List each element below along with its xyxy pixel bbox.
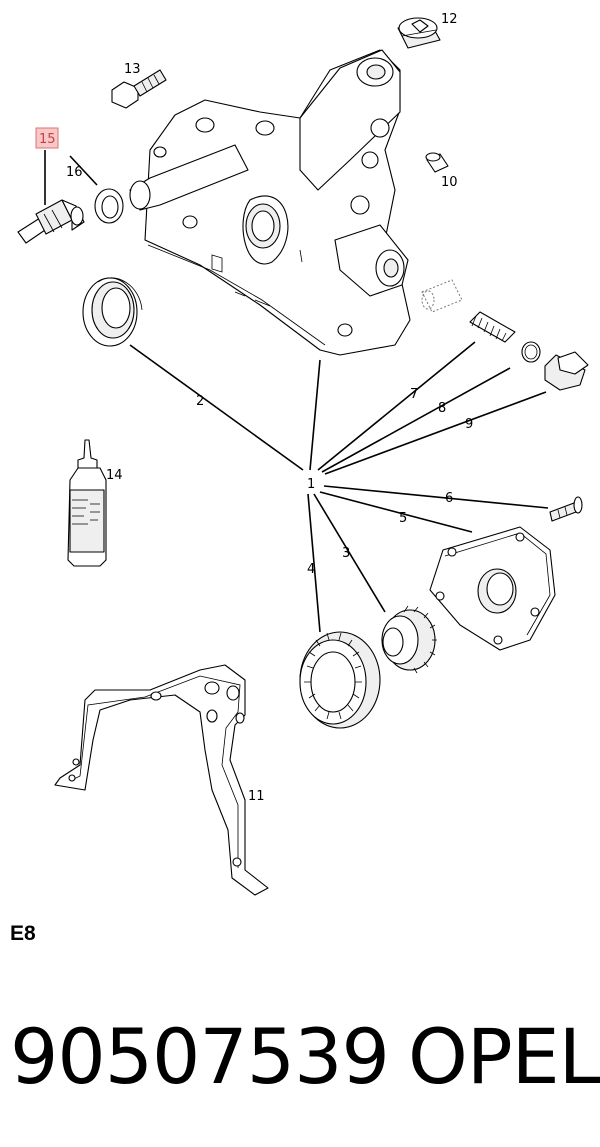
callout-10[interactable]: 10	[441, 175, 458, 190]
bolt-13	[111, 69, 167, 109]
sealant-bottle	[67, 439, 107, 567]
callout-16[interactable]: 16	[66, 165, 83, 180]
screw-6	[549, 496, 583, 522]
plug-12	[397, 17, 441, 49]
pump-cover	[429, 526, 556, 651]
callout-13[interactable]: 13	[124, 62, 141, 77]
callout-15[interactable]: 15	[39, 132, 56, 147]
inner-gear	[381, 605, 437, 674]
callout-labels: 15 16 13 12 10 14 2 7 8 9 1 6 5 3 4 11	[35, 12, 473, 804]
callout-4[interactable]: 4	[307, 562, 315, 577]
part-number: 90507539	[10, 1012, 390, 1101]
gasket	[54, 664, 269, 896]
callout-1[interactable]: 1	[307, 477, 315, 492]
callout-9[interactable]: 9	[465, 417, 473, 432]
oil-pump-housing	[129, 49, 411, 356]
callout-15-highlight	[35, 127, 59, 149]
callout-12[interactable]: 12	[441, 12, 458, 27]
callout-8[interactable]: 8	[438, 401, 446, 416]
dowel-pin	[425, 152, 449, 173]
callout-14[interactable]: 14	[106, 468, 123, 483]
outer-rotor	[299, 631, 381, 729]
brand-name: OPEL	[408, 1012, 600, 1101]
exploded-parts-diagram: 15 16 13 12 10 14 2 7 8 9 1 6 5 3 4 11	[17, 12, 589, 896]
seal-ring	[94, 188, 124, 224]
relief-valve-parts	[421, 279, 589, 391]
callout-2[interactable]: 2	[196, 394, 204, 409]
callout-5[interactable]: 5	[399, 511, 407, 526]
oil-pressure-switch	[17, 199, 85, 244]
callout-7[interactable]: 7	[410, 387, 418, 402]
callout-6[interactable]: 6	[445, 491, 453, 506]
callout-11[interactable]: 11	[248, 789, 265, 804]
crankshaft-seal	[82, 277, 143, 347]
callout-3[interactable]: 3	[342, 546, 350, 561]
leader-lines	[44, 150, 549, 633]
section-code: E8	[10, 922, 36, 945]
